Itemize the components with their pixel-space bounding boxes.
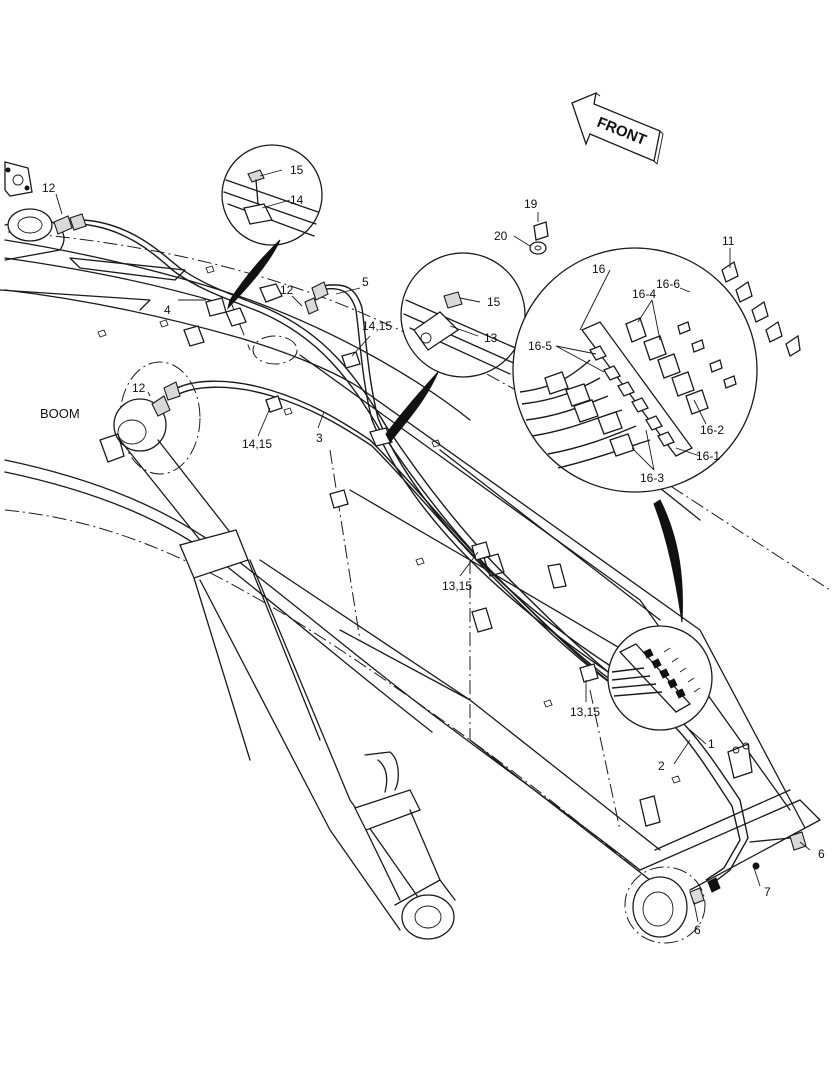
callout-1: 1 xyxy=(708,737,715,751)
callout-7: 7 xyxy=(764,885,771,899)
callout-14-15-upper: 14,15 xyxy=(362,319,392,333)
callout-12-mid: 12 xyxy=(280,283,294,297)
boom-cylinder xyxy=(99,361,456,940)
callout-14: 14 xyxy=(290,193,304,207)
callout-16-6: 16-6 xyxy=(656,277,680,291)
callout-16-5: 16-5 xyxy=(528,339,552,353)
callout-16: 16 xyxy=(592,262,606,276)
detail-view-block-on-boom xyxy=(607,625,713,731)
callout-2: 2 xyxy=(658,759,665,773)
callout-16-4: 16-4 xyxy=(632,287,656,301)
detail-view-clamp-14 xyxy=(221,144,323,310)
leader-lines xyxy=(55,169,811,923)
callout-12-foot: 12 xyxy=(42,181,56,195)
hose-bundle xyxy=(53,213,807,905)
callouts: BOOM 12 12 12 15 14 15 13 4 5 14,15 14,1… xyxy=(40,163,825,937)
callout-12-cylinder: 12 xyxy=(132,381,146,395)
callout-14-15-lower: 14,15 xyxy=(242,437,272,451)
boom-nose-pin xyxy=(624,866,706,944)
boom-label: BOOM xyxy=(40,406,80,421)
callout-13-15-lower: 13,15 xyxy=(570,705,600,719)
boom-structure xyxy=(0,161,831,891)
callout-3: 3 xyxy=(316,431,323,445)
callout-4: 4 xyxy=(164,303,171,317)
detail-view-fitting-block-16 xyxy=(512,221,801,623)
detail-view-clamp-13 xyxy=(385,252,526,443)
callout-20: 20 xyxy=(494,229,508,243)
callout-16-1: 16-1 xyxy=(696,449,720,463)
callout-15-top: 15 xyxy=(290,163,304,177)
callout-13: 13 xyxy=(484,331,498,345)
callout-15-detail: 15 xyxy=(487,295,501,309)
callout-19: 19 xyxy=(524,197,538,211)
callout-6-bottom: 6 xyxy=(694,923,701,937)
callout-5: 5 xyxy=(362,275,369,289)
callout-13-15-upper: 13,15 xyxy=(442,579,472,593)
callout-16-3: 16-3 xyxy=(640,471,664,485)
callout-6-right: 6 xyxy=(818,847,825,861)
callout-16-2: 16-2 xyxy=(700,423,724,437)
callout-11: 11 xyxy=(722,234,735,248)
front-direction-arrow: FRONT xyxy=(571,91,664,165)
